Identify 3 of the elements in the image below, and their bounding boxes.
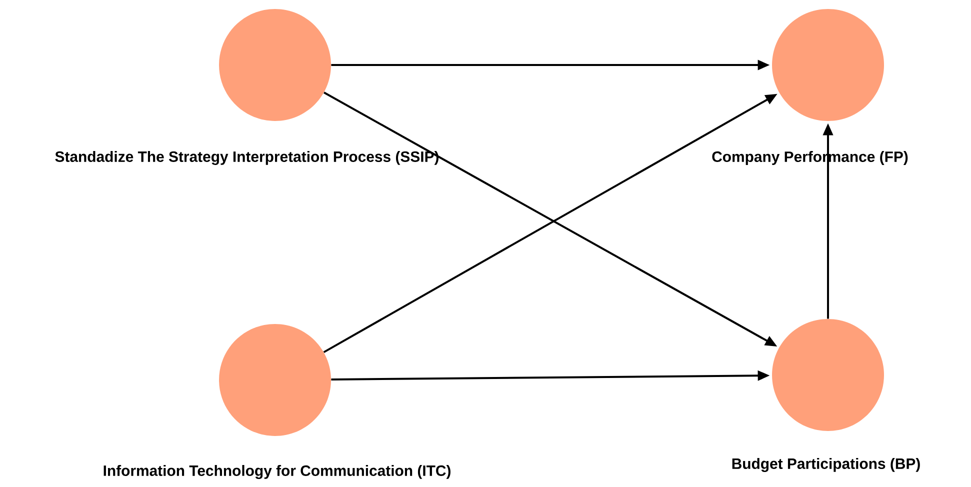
- node-label: Information Technology for Communication (ITC): [104, 465, 450, 479]
- node-label: Budget Participations (BP): [732, 458, 920, 472]
- node-label: Standadize The Strategy Interpretation Process (SSIP): [55, 151, 438, 165]
